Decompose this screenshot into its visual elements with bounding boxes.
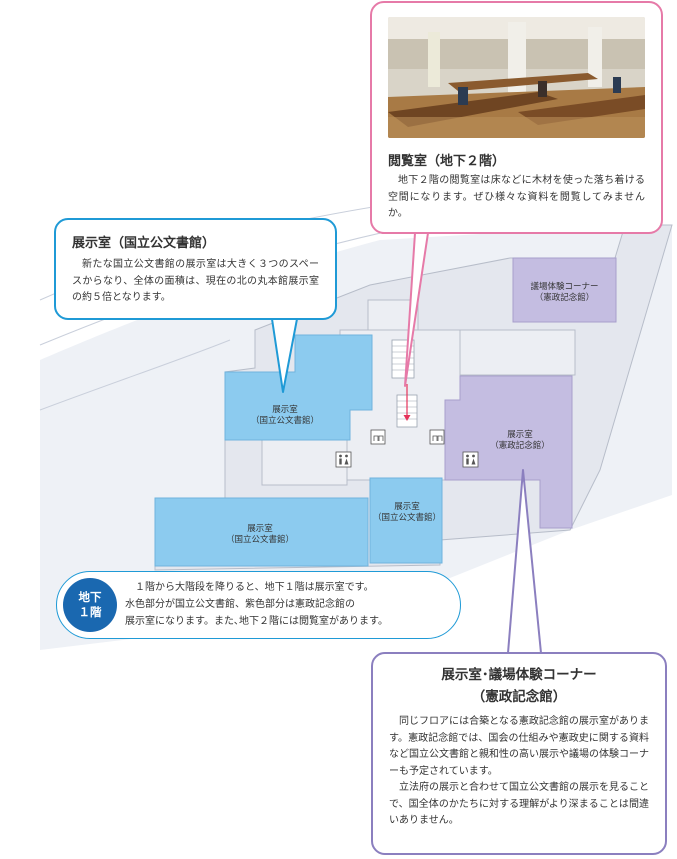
room-assembly-corner	[512, 257, 617, 323]
elevator-icon	[429, 429, 445, 445]
label-assembly-corner: 議場体験コーナー （憲政記念館）	[513, 282, 616, 304]
room-exhibit-archives-a	[224, 334, 373, 441]
reading-room-photo	[388, 17, 645, 138]
room-label-line: 議場体験コーナー	[530, 282, 599, 292]
floor-description-line: 展示室になります。また､地下２階には閲覧室があります。	[125, 616, 388, 627]
elevator-icon	[370, 429, 386, 445]
label-exhibit-kensei: 展示室 （憲政記念館）	[480, 430, 560, 452]
callout-title-line: （憲政記念館）	[471, 689, 567, 705]
floor-description-line: １階から大階段を降りると、地下１階は展示室です。	[135, 582, 374, 593]
room-exhibit-kensei	[444, 375, 573, 529]
callout-body: 地下２階の閲覧室は床などに木材を使った落ち着ける空間になります。ぜひ様々な資料を…	[388, 175, 645, 219]
room-label-line: 展示室	[272, 405, 298, 415]
restroom-icon	[462, 451, 479, 468]
room-label-line: （憲政記念館）	[490, 441, 550, 451]
corridor	[261, 439, 348, 486]
callout-title: 閲覧室（地下２階）	[388, 154, 506, 169]
reading-room-photo-art	[388, 17, 645, 138]
callout-reading-room: 閲覧室（地下２階） 地下２階の閲覧室は床などに木材を使った落ち着ける空間になりま…	[370, 1, 663, 234]
callout-title: 展示室･議場体験コーナー （憲政記念館）	[389, 664, 649, 708]
corridor	[459, 329, 576, 376]
floor-badge-line: １階	[78, 605, 102, 619]
floor-description-line: 水色部分が国立公文書館、紫色部分は憲政記念館の	[125, 599, 355, 610]
room-label-line: （国立公文書館）	[250, 416, 319, 426]
label-exhibit-archives-c: 展示室 （国立公文書館）	[368, 502, 446, 524]
room-label-line: （国立公文書館）	[225, 535, 294, 545]
label-exhibit-archives-b: 展示室 （国立公文書館）	[220, 524, 300, 546]
site-curve-line	[39, 339, 231, 411]
floor-badge-line: 地下	[78, 590, 102, 604]
label-exhibit-archives-a: 展示室 （国立公文書館）	[245, 405, 325, 427]
down-arrow-head	[403, 415, 411, 421]
room-label-line: （国立公文書館）	[372, 513, 441, 523]
callout-paragraph: 同じフロアには合築となる憲政記念館の展示室があります。憲政記念館では、国会の仕組…	[389, 716, 649, 777]
callout-b1-info: 地下 １階 １階から大階段を降りると、地下１階は展示室です。 水色部分が国立公文…	[56, 571, 461, 639]
callout-title: 展示室（国立公文書館）	[72, 236, 216, 251]
floor-description: １階から大階段を降りると、地下１階は展示室です。 水色部分が国立公文書館、紫色部…	[125, 579, 450, 630]
callout-body: 新たな国立公文書館の展示室は大きく３つのスペースからなり、全体の面積は、現在の北…	[72, 259, 319, 303]
room-label-line: 展示室	[247, 524, 273, 534]
floor-badge: 地下 １階	[63, 578, 117, 632]
callout-kensei: 展示室･議場体験コーナー （憲政記念館） 同じフロアには合築となる憲政記念館の展…	[371, 652, 667, 855]
callout-paragraph: 立法府の展示と合わせて国立公文書館の展示を見ることで、国全体のかたちに対する理解…	[389, 782, 649, 826]
room-label-line: 展示室	[507, 430, 533, 440]
callout-title-line: 展示室･議場体験コーナー	[441, 667, 597, 683]
restroom-icon	[335, 451, 352, 468]
callout-exhibit-archives: 展示室（国立公文書館） 新たな国立公文書館の展示室は大きく３つのスペースからなり…	[54, 218, 337, 320]
room-label-line: 展示室	[394, 502, 420, 512]
room-label-line: （憲政記念館）	[534, 293, 595, 303]
room-exhibit-archives-c	[369, 477, 443, 564]
callout-body: 同じフロアには合築となる憲政記念館の展示室があります。憲政記念館では、国会の仕組…	[389, 714, 649, 830]
room-exhibit-archives-b	[154, 497, 369, 567]
